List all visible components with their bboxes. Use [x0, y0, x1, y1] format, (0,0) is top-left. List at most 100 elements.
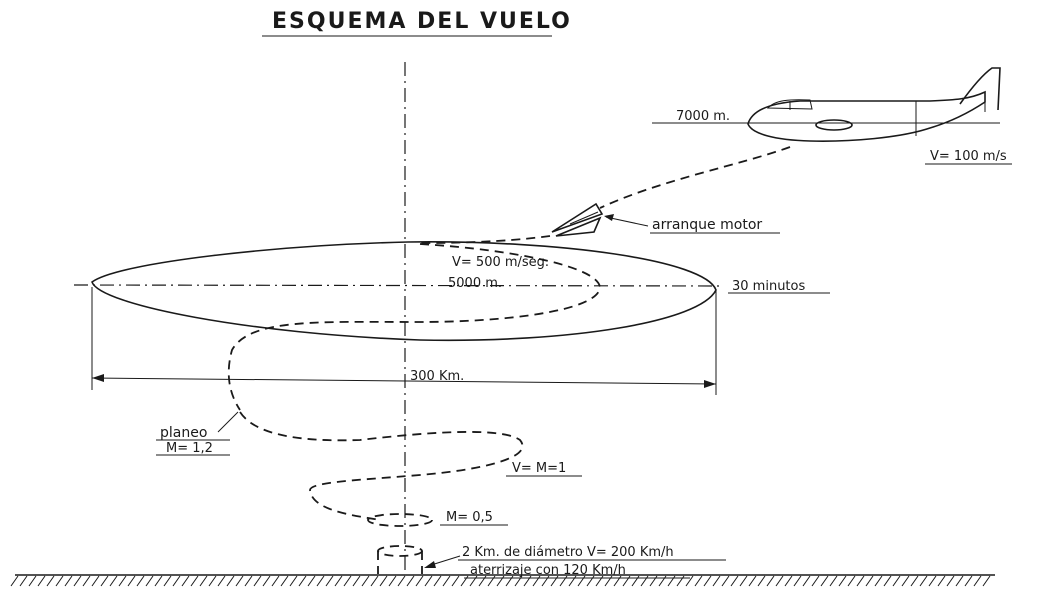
ground-hatch-stroke: [136, 575, 145, 587]
ground-hatch-stroke: [676, 575, 685, 587]
ground-hatch-stroke: [928, 575, 937, 587]
title-group: ESQUEMA DEL VUELO: [262, 9, 570, 37]
ground-hatch-stroke: [109, 575, 118, 587]
ground-hatch-stroke: [775, 575, 784, 587]
ground-hatch-stroke: [226, 575, 235, 587]
ground-hatch-stroke: [271, 575, 280, 587]
ground-hatch-stroke: [325, 575, 334, 587]
ground-hatch-stroke: [262, 575, 271, 587]
ground-hatch-stroke: [298, 575, 307, 587]
ground-hatch-stroke: [829, 575, 838, 587]
ground-hatch-stroke: [433, 575, 442, 587]
label-cruise-time: 30 minutos: [732, 279, 805, 294]
ground-hatch-stroke: [568, 575, 577, 587]
descent-spiral-upper: [227, 243, 601, 411]
ground-hatch-stroke: [685, 575, 694, 587]
ground-hatch-stroke: [469, 575, 478, 587]
ground-hatch-stroke: [550, 575, 559, 587]
ground-hatch-stroke: [154, 575, 163, 587]
ground-hatch-stroke: [397, 575, 406, 587]
label-plane-speed: V= 100 m/s: [930, 149, 1007, 164]
ground-hatch-stroke: [532, 575, 541, 587]
ground-hatch-stroke: [208, 575, 217, 587]
ground-hatching: [10, 575, 991, 587]
ground-hatch-stroke: [415, 575, 424, 587]
ground-hatch-stroke: [667, 575, 676, 587]
ground-hatch-stroke: [694, 575, 703, 587]
ground-hatch-stroke: [73, 575, 82, 587]
ground-hatch-stroke: [766, 575, 775, 587]
ground-hatch-stroke: [82, 575, 91, 587]
rocket-body-line: [569, 211, 599, 225]
label-landing-line1: 2 Km. de diámetro V= 200 Km/h: [462, 545, 674, 560]
ground-hatch-stroke: [181, 575, 190, 587]
label-cruise-altitude: 5000 m.: [448, 276, 502, 291]
ground-hatch-stroke: [892, 575, 901, 587]
ground-hatch-stroke: [217, 575, 226, 587]
airplane-tail-fin: [959, 67, 1001, 111]
airplane-cockpit: [766, 99, 813, 110]
cruise-orbit-ellipse: [91, 241, 717, 342]
ground-hatch-stroke: [127, 575, 136, 587]
ground-hatch-stroke: [280, 575, 289, 587]
ground-hatch-stroke: [244, 575, 253, 587]
label-mach-1: V= M=1: [512, 461, 566, 476]
ground-hatch-stroke: [460, 575, 469, 587]
rocket-aircraft: arranque motor: [551, 202, 780, 237]
ground-hatch-stroke: [982, 575, 991, 587]
ground-hatch-stroke: [757, 575, 766, 587]
ground-hatch-stroke: [10, 575, 19, 587]
label-diameter: 300 Km.: [410, 369, 464, 384]
ground-hatch-stroke: [622, 575, 631, 587]
ground-hatch-stroke: [190, 575, 199, 587]
ground-hatch-stroke: [388, 575, 397, 587]
ground-hatch-stroke: [730, 575, 739, 587]
rocket-wing-upper: [551, 202, 604, 233]
ground-hatch-stroke: [379, 575, 388, 587]
glide-pointer: [217, 411, 239, 433]
dimension-arrow-right: [704, 380, 716, 388]
ground-hatch-stroke: [604, 575, 613, 587]
ground-hatch-stroke: [145, 575, 154, 587]
ground-hatch-stroke: [712, 575, 721, 587]
ground-hatch-stroke: [811, 575, 820, 587]
drop-trajectory: [599, 146, 791, 209]
ground-hatch-stroke: [838, 575, 847, 587]
cruise-altitude-axis: [73, 284, 725, 287]
ground-hatch-stroke: [235, 575, 244, 587]
ground-hatch-stroke: [559, 575, 568, 587]
ground-hatch-stroke: [451, 575, 460, 587]
ground-hatch-stroke: [163, 575, 172, 587]
ground-hatch-stroke: [955, 575, 964, 587]
ground-hatch-stroke: [442, 575, 451, 587]
rocket-wing-lower: [555, 216, 602, 237]
ground-hatch-stroke: [847, 575, 856, 587]
ground-hatch-stroke: [640, 575, 649, 587]
landing-arrowhead: [424, 561, 436, 568]
ground-hatch-stroke: [865, 575, 874, 587]
airplane-wing: [815, 119, 853, 131]
ground-hatch-stroke: [514, 575, 523, 587]
climb-trajectory: [419, 235, 551, 244]
ground-hatch-stroke: [721, 575, 730, 587]
engine-start-pointer: [605, 216, 649, 227]
ground: [10, 574, 995, 587]
ground-hatch-stroke: [253, 575, 262, 587]
ground-hatch-stroke: [361, 575, 370, 587]
ground-hatch-stroke: [343, 575, 352, 587]
ground-hatch-stroke: [172, 575, 181, 587]
landing-cylinder: 2 Km. de diámetro V= 200 Km/h aterrizaje…: [377, 545, 726, 579]
dimension-line: [91, 377, 717, 385]
ground-hatch-stroke: [19, 575, 28, 587]
ground-hatch-stroke: [478, 575, 487, 587]
ground-hatch-stroke: [802, 575, 811, 587]
ground-hatch-stroke: [46, 575, 55, 587]
descent-circle-mach05: [367, 513, 433, 527]
ground-hatch-stroke: [505, 575, 514, 587]
ground-hatch-stroke: [586, 575, 595, 587]
ground-hatch-stroke: [964, 575, 973, 587]
ground-hatch-stroke: [739, 575, 748, 587]
ground-hatch-stroke: [118, 575, 127, 587]
ground-hatch-stroke: [541, 575, 550, 587]
ground-hatch-stroke: [784, 575, 793, 587]
